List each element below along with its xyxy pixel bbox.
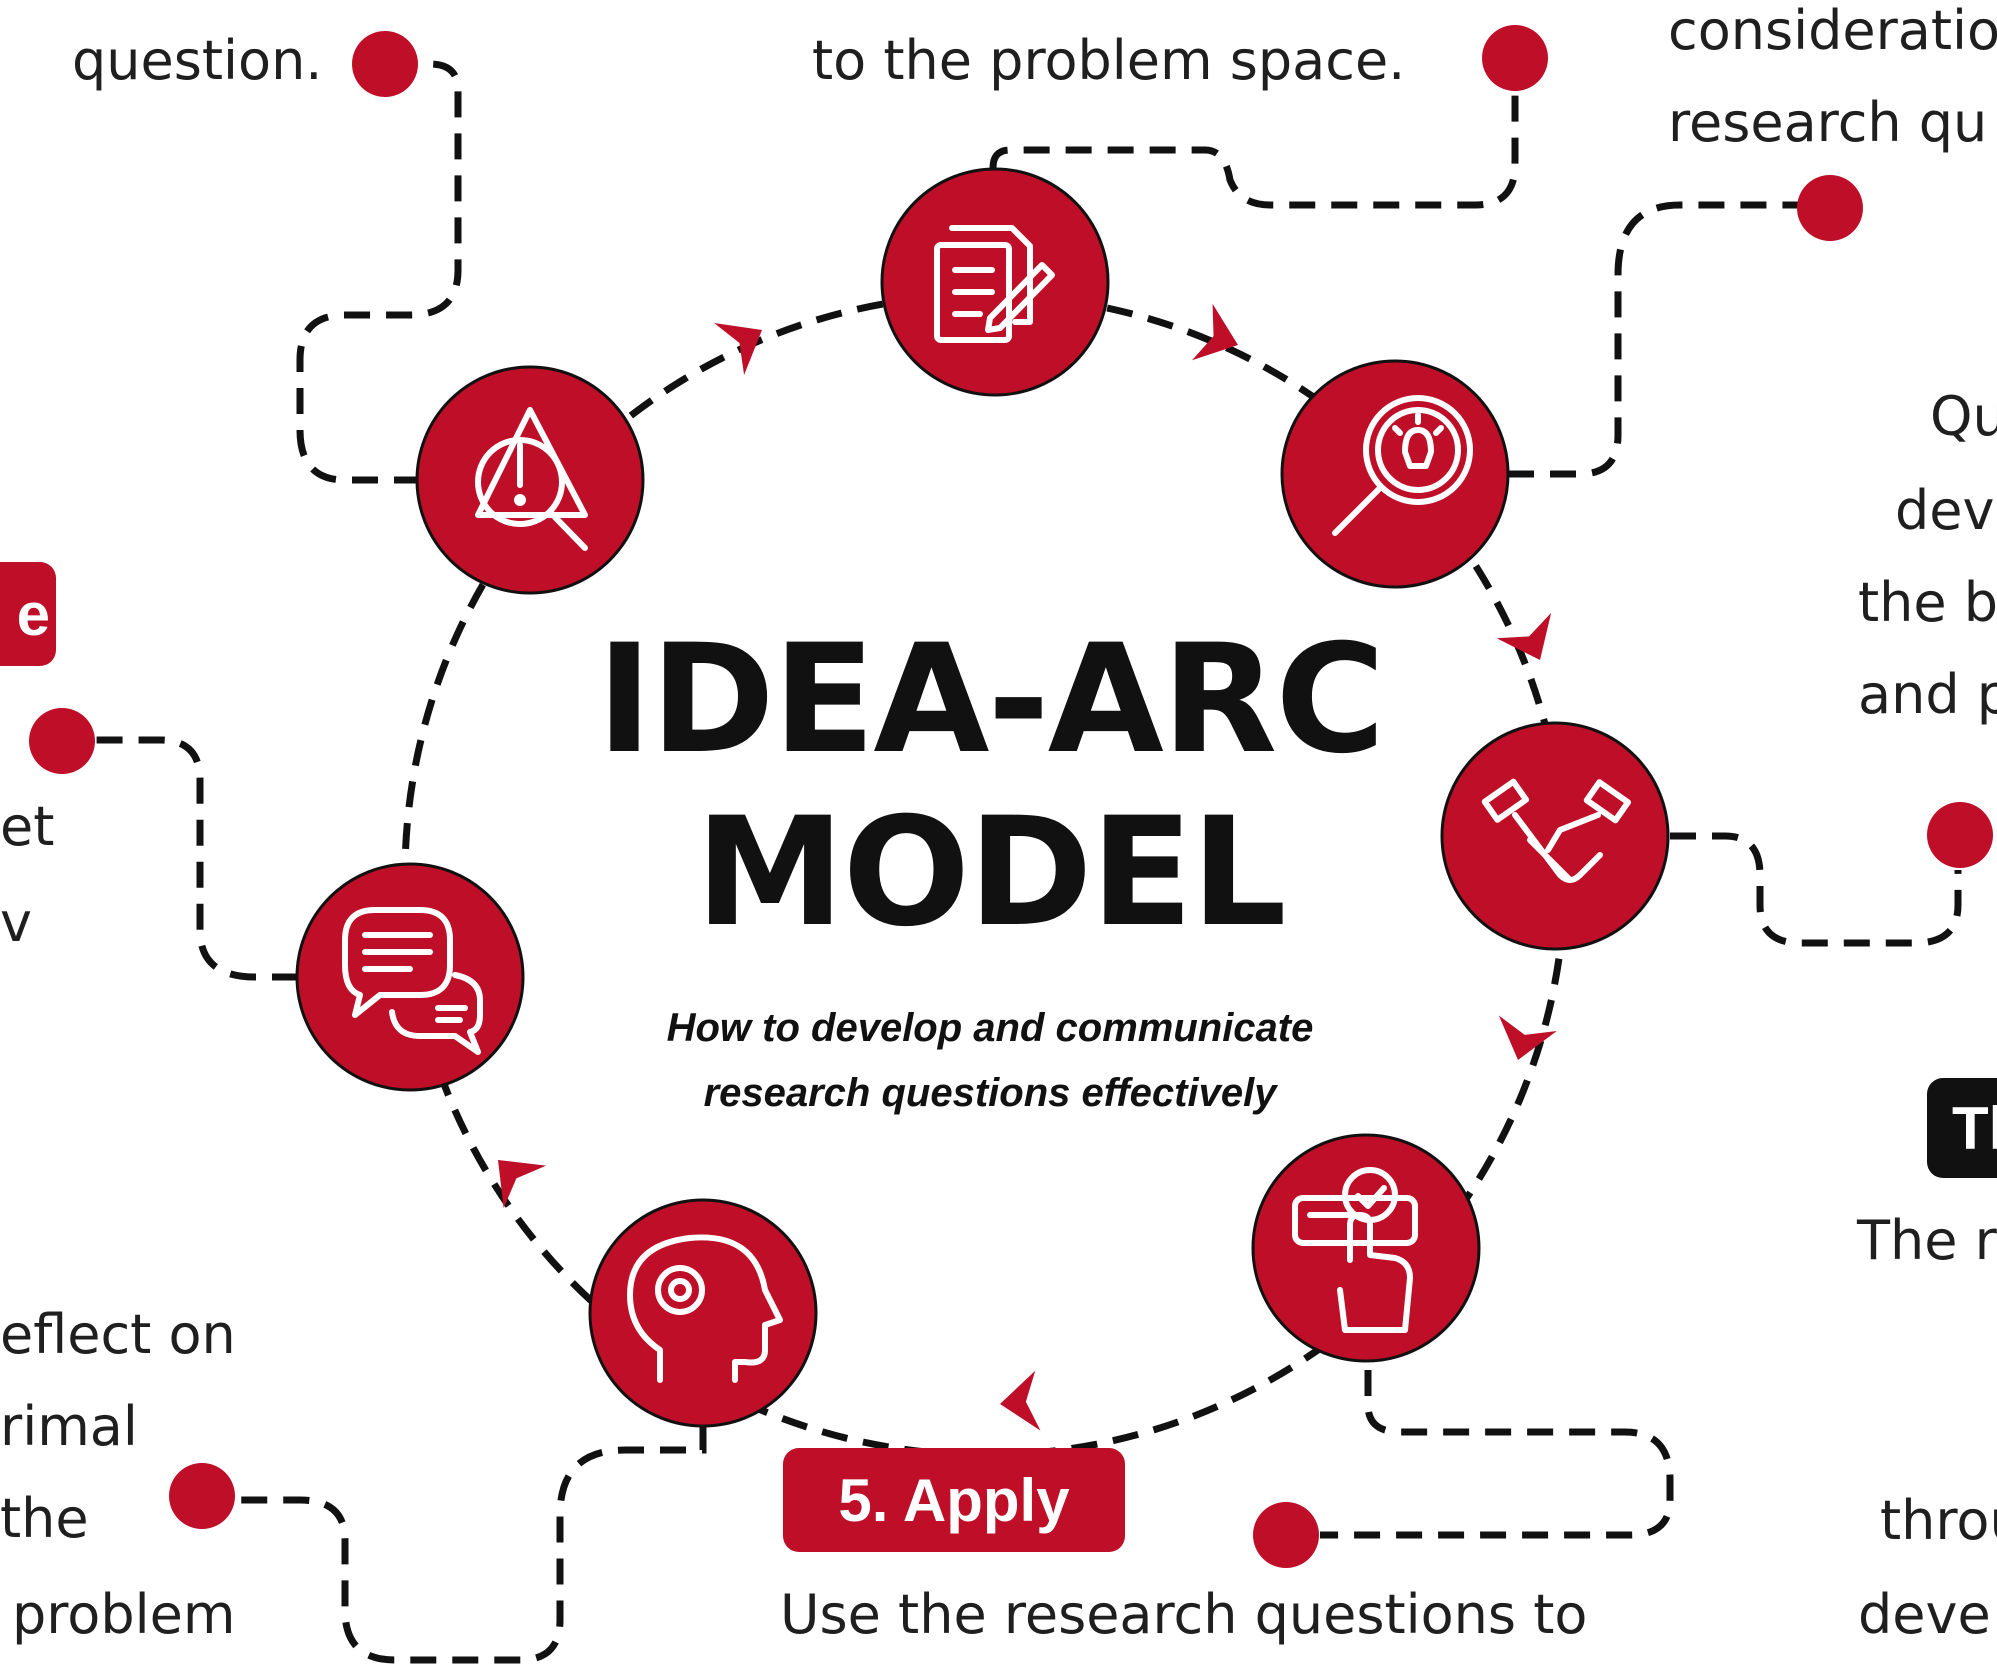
text-right-3: the b <box>1858 571 1997 634</box>
text-left-lower-2: rimal <box>0 1395 138 1458</box>
dot-top-right <box>1797 175 1863 241</box>
connector-right-mid <box>1670 832 1962 947</box>
connector-lines <box>95 60 1962 1664</box>
arrow-6 <box>476 1138 547 1209</box>
step-circle-1 <box>415 365 645 595</box>
connector-left-mid <box>95 736 298 981</box>
dot-bottom-right <box>1253 1502 1319 1568</box>
diagram-title-line2: MODEL <box>695 786 1286 960</box>
document-edit-icon <box>934 225 1055 343</box>
dot-right-mid <box>1927 802 1993 868</box>
idea-search-icon <box>1332 395 1473 536</box>
text-left-lower-3: the <box>0 1487 89 1550</box>
dot-top-left <box>352 31 418 97</box>
step-circle-2 <box>880 167 1110 397</box>
connector-dots <box>29 25 1993 1568</box>
step-circle-3 <box>1280 359 1510 589</box>
chat-bubbles-icon <box>342 907 483 1055</box>
step-circle-5 <box>1251 1133 1481 1363</box>
text-left-lower-1: eflect on <box>0 1303 236 1366</box>
checklist-touch-icon <box>1292 1167 1418 1333</box>
diagram-subtitle-line1: How to develop and communicate <box>666 1006 1314 1050</box>
text-right-2: dev <box>1895 479 1995 542</box>
text-right-lower-2: deve <box>1858 1583 1991 1646</box>
connector-bottom-left <box>240 1425 707 1664</box>
arrow-1 <box>714 304 777 375</box>
dot-left-mid <box>29 708 95 774</box>
connector-top-left <box>296 60 462 484</box>
right-partial-badge: Th <box>1927 1078 1997 1178</box>
text-top-center: to the problem space. <box>812 29 1406 92</box>
text-bottom-center: Use the research questions to <box>780 1583 1588 1646</box>
diagram-subtitle-line2: research questions effectively <box>703 1071 1277 1115</box>
text-right-1: Qu <box>1930 385 1997 448</box>
connector-top-center <box>989 68 1519 209</box>
text-left-1: et <box>0 795 55 858</box>
dot-top-center <box>1482 25 1548 91</box>
connector-top-right <box>1508 201 1830 478</box>
arrow-5 <box>997 1370 1041 1434</box>
text-right-th: The r <box>1857 1209 1997 1272</box>
apply-badge: 5. Apply <box>783 1448 1125 1552</box>
warning-search-icon <box>475 407 588 551</box>
dot-bottom-left <box>169 1463 235 1529</box>
text-left-lower-4: problem <box>12 1583 236 1646</box>
text-top-left: question. <box>72 29 323 92</box>
diagram-title-line1: IDEA-ARC <box>596 613 1386 787</box>
text-top-right-2: research qu <box>1668 91 1988 154</box>
handshake-icon <box>1481 778 1632 883</box>
left-partial-badge: e <box>0 562 56 666</box>
text-right-lower-1: throu <box>1880 1489 1997 1552</box>
step-circle-6 <box>588 1198 818 1428</box>
step-circle-7 <box>295 862 525 1092</box>
text-right-4: and p <box>1858 663 1997 726</box>
text-top-right-1: consideratio <box>1668 0 1997 62</box>
connector-bottom-right <box>1320 1328 1674 1539</box>
text-left-2: v <box>0 891 32 954</box>
head-gear-icon <box>627 1234 783 1383</box>
